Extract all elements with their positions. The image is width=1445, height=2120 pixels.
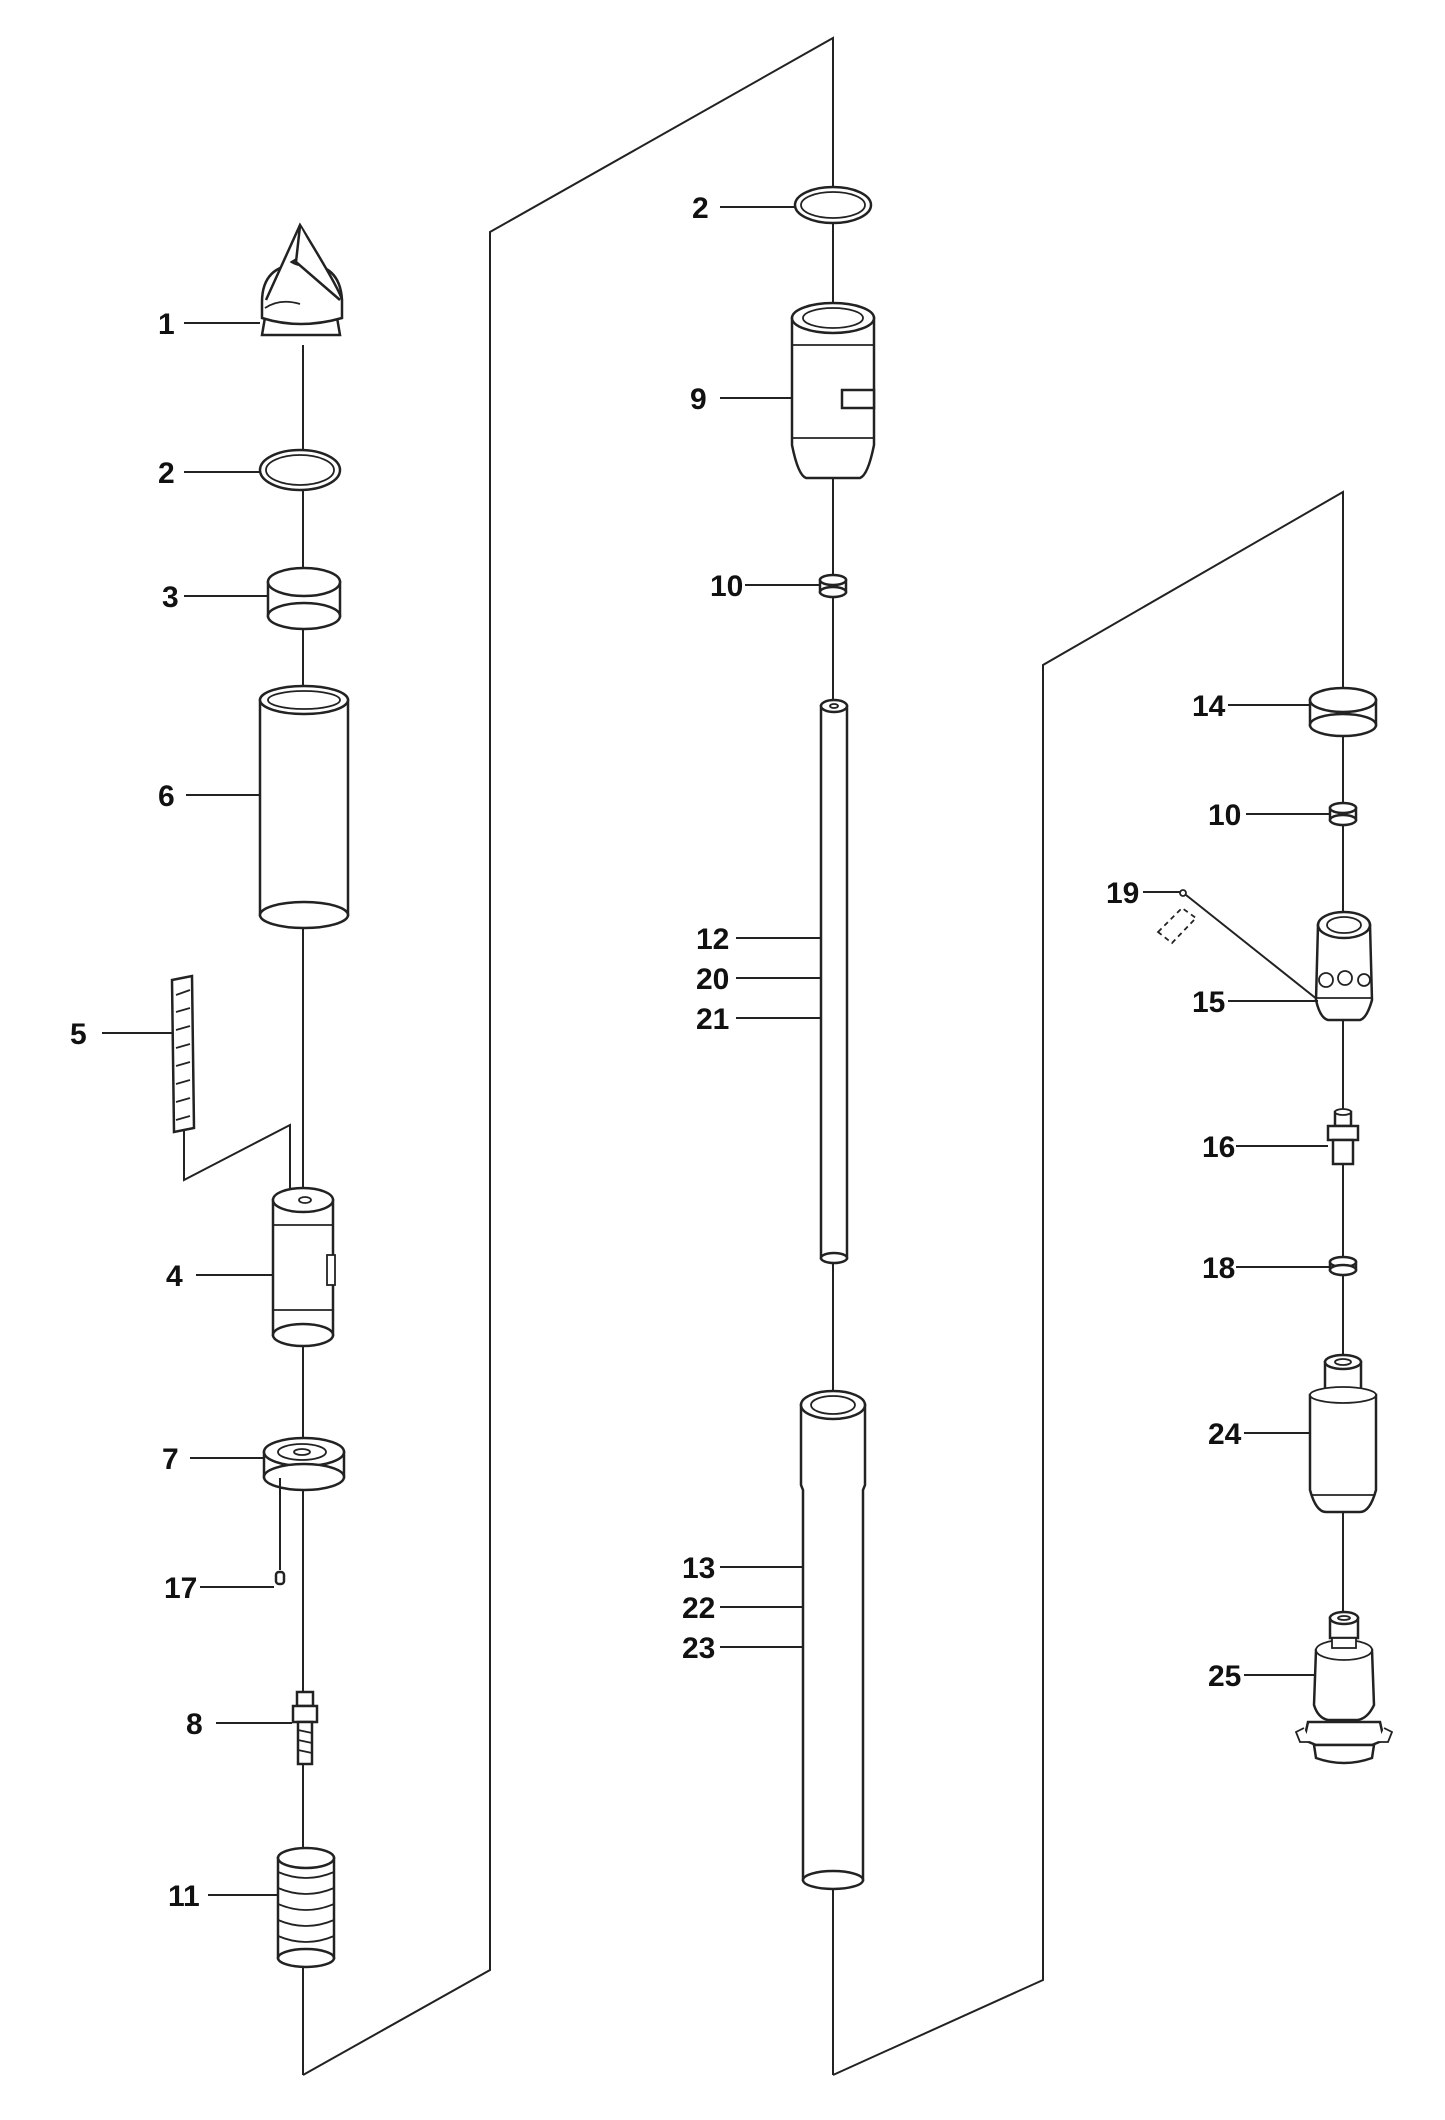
callout-19: 19 [1106, 877, 1139, 910]
callout-labels: 1 2 3 6 5 4 7 17 8 11 2 9 10 12 20 21 13… [70, 192, 1242, 1913]
callout-12: 12 [696, 923, 729, 956]
callout-24: 24 [1208, 1418, 1242, 1451]
callout-14: 14 [1192, 690, 1226, 723]
callout-25: 25 [1208, 1660, 1241, 1693]
part-8-fitting [291, 1690, 319, 1766]
callout-6: 6 [158, 780, 175, 813]
callout-16: 16 [1202, 1131, 1235, 1164]
part-17-pin [274, 1570, 286, 1586]
part-12-shaft [819, 698, 849, 1265]
callout-20: 20 [696, 963, 729, 996]
callout-2-middle: 2 [692, 192, 709, 225]
callout-4: 4 [166, 1260, 183, 1293]
part-18-ring [1328, 1255, 1358, 1277]
callout-10-middle: 10 [710, 570, 743, 603]
part-10-ring-right [1328, 801, 1358, 827]
callout-11: 11 [168, 1880, 200, 1913]
part-6-tube [258, 684, 350, 930]
callout-3: 3 [162, 581, 179, 614]
part-10-ring-middle [818, 573, 848, 599]
callout-18: 18 [1202, 1252, 1235, 1285]
part-7-bearing [262, 1436, 346, 1570]
callout-22: 22 [682, 1592, 715, 1625]
callout-23: 23 [682, 1632, 715, 1665]
frame-right [832, 490, 1344, 2076]
callout-10-right: 10 [1208, 799, 1241, 832]
callout-9: 9 [690, 383, 707, 416]
callout-13: 13 [682, 1552, 715, 1585]
callout-15: 15 [1192, 986, 1225, 1019]
leader-lines [102, 206, 1330, 1896]
part-14-sleeve-ring [1308, 686, 1378, 738]
callout-2-left: 2 [158, 457, 175, 490]
part-24-canister [1308, 1353, 1378, 1514]
callout-17: 17 [164, 1572, 197, 1605]
part-3-disc [266, 566, 342, 631]
part-16-nipple [1326, 1108, 1360, 1166]
part-5-strip [170, 974, 301, 1211]
part-15-coupling [1314, 910, 1374, 1022]
part-13-hose [799, 1389, 867, 1891]
frame-left [302, 36, 834, 2076]
callout-8: 8 [186, 1708, 203, 1741]
part-4-motor [271, 1186, 336, 1348]
part-9-housing [790, 301, 876, 480]
callout-7: 7 [162, 1443, 179, 1476]
callout-21: 21 [696, 1003, 729, 1036]
part-1-nozzle [260, 222, 344, 337]
part-11-threaded-sleeve [276, 1846, 336, 1969]
callout-5: 5 [70, 1018, 87, 1051]
part-25-coupler [1294, 1610, 1394, 1765]
part-19-clip [1156, 889, 1319, 1001]
callout-1: 1 [158, 308, 175, 341]
